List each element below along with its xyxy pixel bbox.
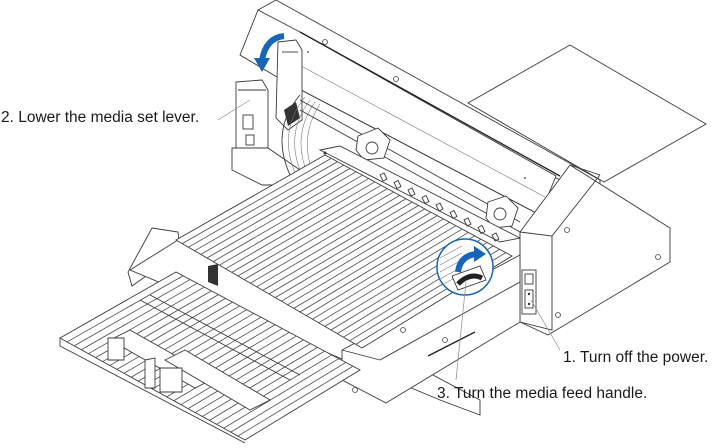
tray-slat xyxy=(209,350,325,421)
guide-clip xyxy=(421,194,430,205)
callout-step-2: 2. Lower the media set lever. xyxy=(1,109,200,126)
table-slat xyxy=(262,201,413,291)
table-slat xyxy=(206,171,357,259)
tray-slat xyxy=(116,301,233,370)
guide-clip xyxy=(435,202,444,212)
tray-slat xyxy=(74,279,191,347)
table-slat xyxy=(318,232,469,324)
callout-slat xyxy=(439,245,463,259)
tray-slat xyxy=(194,343,311,413)
guide-clip xyxy=(477,224,486,235)
table-slat xyxy=(274,208,425,298)
guide-clip xyxy=(407,187,416,197)
table-slat xyxy=(305,225,457,316)
table-slat xyxy=(287,215,438,306)
table-slat xyxy=(299,221,450,313)
rear-housing xyxy=(239,0,601,216)
table-slat xyxy=(237,188,388,277)
tray-slat xyxy=(216,354,332,425)
guide-clip xyxy=(491,232,500,242)
tray-slat xyxy=(66,275,184,343)
curved-arrow-right-icon xyxy=(474,246,486,262)
curved-arrow-down-icon xyxy=(254,33,285,72)
tray-slat xyxy=(223,358,339,429)
callout-slat xyxy=(439,252,463,266)
table-slat xyxy=(243,191,394,280)
guide-clip xyxy=(449,209,458,220)
guide-clip xyxy=(463,217,472,227)
tray-slat xyxy=(138,313,255,382)
table-slat xyxy=(225,181,376,270)
table-slat xyxy=(188,161,338,248)
pinch-rollers xyxy=(355,127,519,229)
tray-slat xyxy=(81,282,198,351)
callout-step-3: 3. Turn the media feed handle. xyxy=(437,385,648,402)
table-slat xyxy=(312,228,463,320)
table-slat xyxy=(194,164,344,252)
table-slat xyxy=(293,218,444,309)
guide-clip xyxy=(379,172,388,182)
tray-slat xyxy=(230,362,347,433)
table-slat xyxy=(256,198,407,288)
tray-slat xyxy=(187,339,304,409)
media-sheet xyxy=(467,44,707,183)
platen-roller xyxy=(281,94,521,233)
feed-table xyxy=(175,154,513,349)
tray-slat xyxy=(109,298,226,366)
table-slat xyxy=(268,205,419,295)
table-slat xyxy=(212,174,363,262)
callout-step-1: 1. Turn off the power. xyxy=(563,349,709,366)
table-slat xyxy=(182,158,332,244)
tray-slat xyxy=(180,335,297,406)
tray-slat xyxy=(123,305,240,374)
guide-clip xyxy=(393,179,402,190)
table-slat xyxy=(281,211,432,302)
tray-slat xyxy=(202,347,318,417)
feed-handle-callout xyxy=(436,238,494,296)
table-slat xyxy=(231,184,382,273)
tray-slat xyxy=(173,331,290,402)
tray-slat xyxy=(237,365,354,437)
callout-leaders xyxy=(217,99,561,381)
media-tray xyxy=(59,264,361,444)
table-slat xyxy=(250,195,401,284)
table-slat xyxy=(200,168,351,255)
left-side-block xyxy=(231,39,303,186)
table-slat xyxy=(219,178,369,266)
tray-slat xyxy=(166,328,283,398)
